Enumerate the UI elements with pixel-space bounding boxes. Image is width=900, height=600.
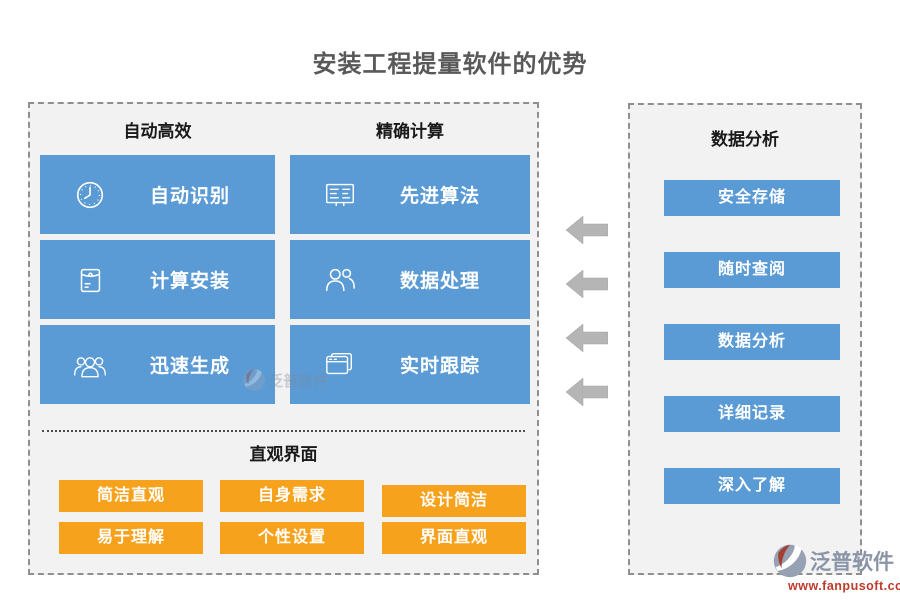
benefit-button-detailed-records[interactable]: 详细记录 xyxy=(664,396,840,432)
arrow-left-icon xyxy=(566,216,608,244)
tag-button-simple-design[interactable]: 设计简洁 xyxy=(382,485,526,517)
brand-logo: 泛普软件 www.fanpusoft.com xyxy=(772,543,900,593)
section-header-auto-efficiency: 自动高效 xyxy=(123,122,192,141)
arrow-left-icon xyxy=(566,270,608,298)
feature-box-data-processing[interactable]: 数据处理 xyxy=(290,240,530,319)
tag-button-easy-understand[interactable]: 易于理解 xyxy=(59,522,203,554)
arrow-left-icon xyxy=(566,378,608,406)
feature-box-realtime-tracking[interactable]: 实时跟踪 xyxy=(290,325,530,404)
feature-label: 自动识别 xyxy=(150,186,231,207)
section-header-data-analysis: 数据分析 xyxy=(711,130,779,149)
left-panel: 自动高效 精确计算 自动识别 计算安装 xyxy=(28,102,539,575)
tag-button-intuitive-ui[interactable]: 界面直观 xyxy=(382,522,526,554)
feature-label: 迅速生成 xyxy=(150,356,231,377)
feature-label: 先进算法 xyxy=(400,186,481,207)
list-board-icon xyxy=(322,177,358,213)
stacked-windows-icon xyxy=(322,347,358,383)
section-header-intuitive-interface: 直观界面 xyxy=(249,445,318,464)
tag-button-own-needs[interactable]: 自身需求 xyxy=(220,480,364,512)
feature-box-advanced-algorithm[interactable]: 先进算法 xyxy=(290,155,530,234)
arrow-left-icon xyxy=(566,324,608,352)
brand-name: 泛普软件 xyxy=(810,551,894,574)
feature-label: 计算安装 xyxy=(150,271,231,292)
feature-box-rapid-generation[interactable]: 迅速生成 xyxy=(40,325,275,404)
people-group-icon xyxy=(72,347,108,383)
benefit-button-secure-storage[interactable]: 安全存储 xyxy=(664,180,840,216)
benefit-button-data-analysis[interactable]: 数据分析 xyxy=(664,324,840,360)
divider xyxy=(42,430,525,432)
benefit-button-deep-understanding[interactable]: 深入了解 xyxy=(664,468,840,504)
feature-box-auto-recognition[interactable]: 自动识别 xyxy=(40,155,275,234)
right-panel: 数据分析 安全存储 随时查阅 数据分析 详细记录 深入了解 xyxy=(628,103,862,575)
tag-button-concise-intuitive[interactable]: 简洁直观 xyxy=(59,480,203,512)
feature-box-calc-install[interactable]: 计算安装 xyxy=(40,240,275,319)
clock-icon xyxy=(72,177,108,213)
feature-label: 数据处理 xyxy=(400,271,481,292)
benefit-button-anytime-access[interactable]: 随时查阅 xyxy=(664,252,840,288)
tag-button-personal-settings[interactable]: 个性设置 xyxy=(220,522,364,554)
brand-url[interactable]: www.fanpusoft.com xyxy=(788,579,900,593)
envelope-icon xyxy=(72,262,108,298)
section-header-accurate-calculation: 精确计算 xyxy=(376,122,444,141)
two-users-icon xyxy=(322,262,358,298)
page-title: 安装工程提量软件的优势 xyxy=(312,51,588,78)
fanpu-swoosh-icon xyxy=(773,544,807,578)
feature-label: 实时跟踪 xyxy=(400,356,481,377)
